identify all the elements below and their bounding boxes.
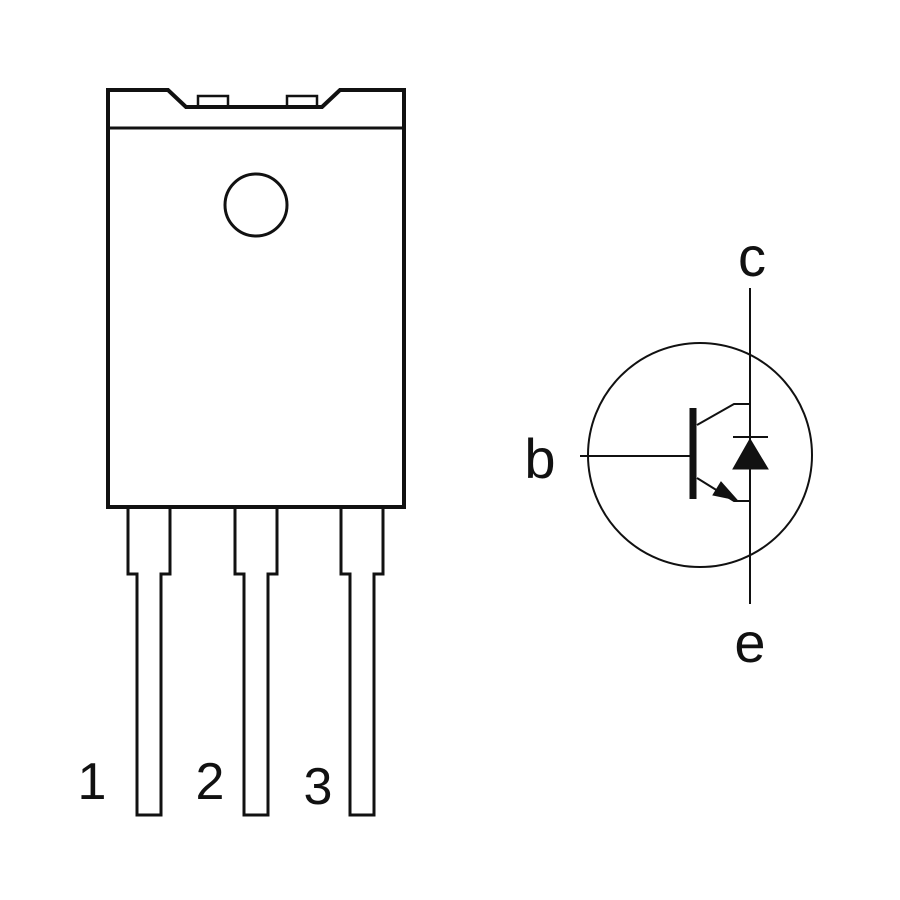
package-body (106, 88, 406, 509)
package-top-nub-left (196, 94, 230, 109)
emitter-arrow (712, 481, 739, 501)
lead-2 (233, 507, 279, 817)
lead-1 (126, 507, 172, 817)
pin-number-3: 3 (304, 758, 333, 816)
package-outline (106, 88, 406, 817)
mounting-hole (223, 172, 289, 238)
emitter-branch (696, 477, 750, 502)
collector-label: c (738, 225, 766, 288)
emitter-label: e (734, 611, 765, 674)
pin-number-1: 1 (78, 753, 107, 811)
collector-branch (696, 403, 750, 426)
pin-number-2: 2 (196, 753, 225, 811)
schematic-symbol (580, 288, 813, 604)
lead-3 (339, 507, 385, 817)
package-top-nub-right (285, 94, 319, 109)
base-label: b (524, 427, 555, 490)
diode-triangle (732, 438, 769, 470)
